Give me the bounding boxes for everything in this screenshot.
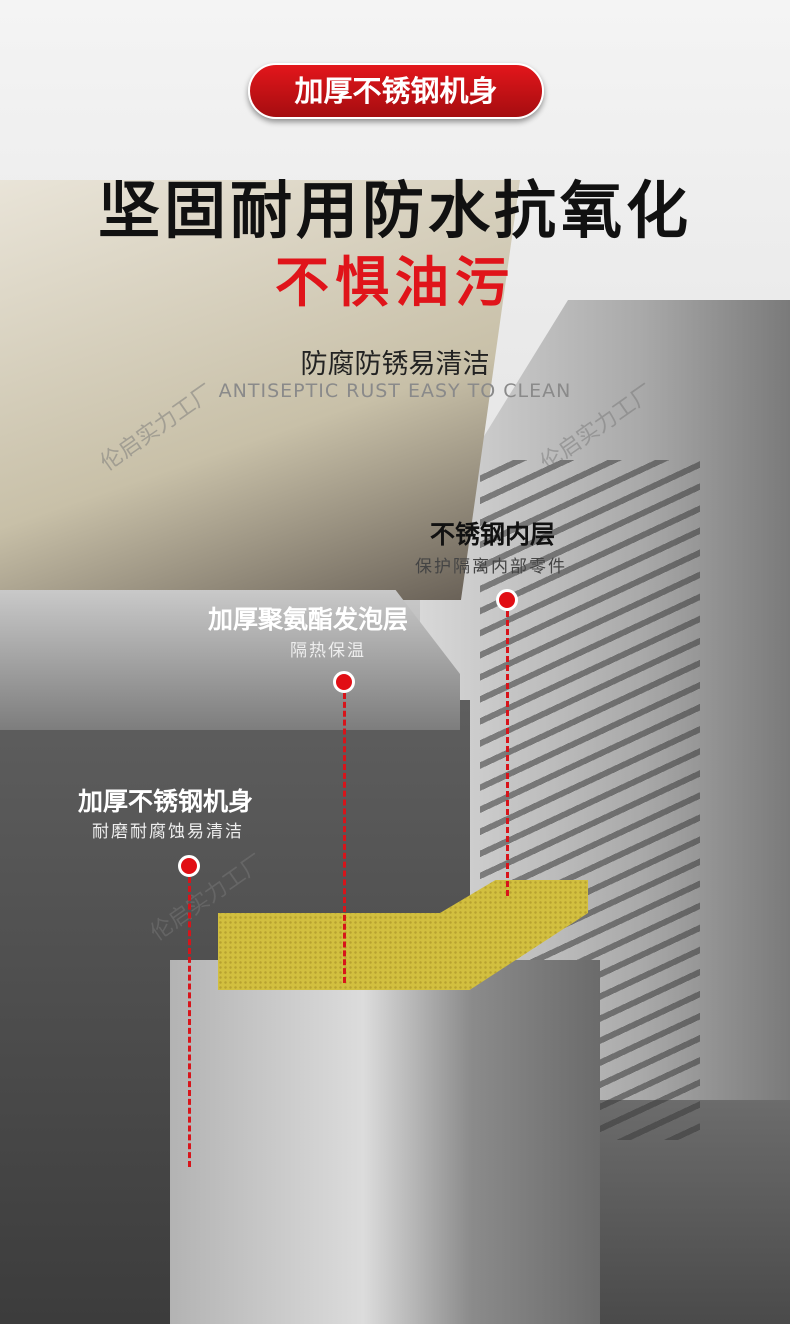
marker-line [343,693,346,983]
marker-dot [178,855,200,877]
marker-dot [496,589,518,611]
marker-dot [333,671,355,693]
counter-top-edge [0,590,460,730]
title-badge: 加厚不锈钢机身 [248,63,544,119]
callout-desc-inner: 保护隔离内部零件 [415,557,567,577]
callout-desc-foam: 隔热保温 [290,641,366,661]
headline-red: 不惧油污 [275,251,515,314]
callout-title-foam: 加厚聚氨酯发泡层 [208,605,409,634]
subtitle-en: ANTISEPTIC RUST EASY TO CLEAN [218,380,572,402]
callout-title-inner: 不锈钢内层 [430,520,556,549]
headline: 坚固耐用防水抗氧化 [97,174,692,247]
callout-desc-body: 耐磨耐腐蚀易清洁 [92,822,244,842]
cross-section-wall [170,960,600,1324]
callout-title-body: 加厚不锈钢机身 [78,787,254,816]
marker-line [188,877,191,1167]
subtitle: 防腐防锈易清洁 [300,349,490,380]
marker-line [506,611,509,896]
